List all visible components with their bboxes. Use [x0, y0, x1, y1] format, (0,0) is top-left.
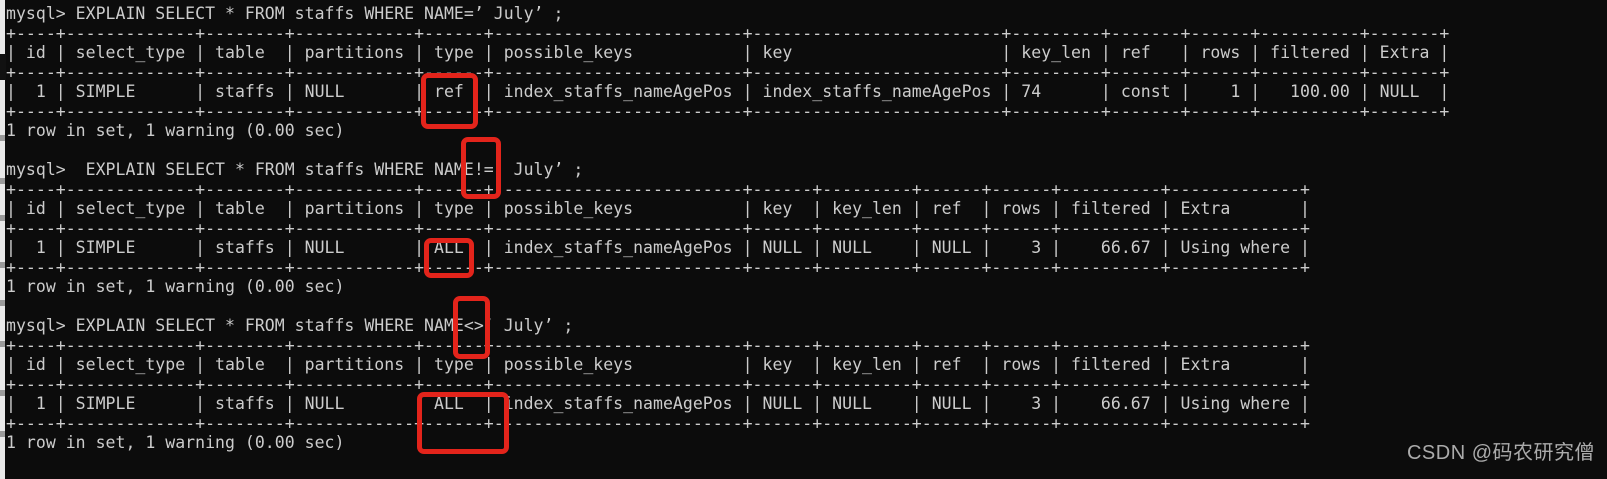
- background-window-edge: [0, 0, 6, 479]
- table-data-row: | 1 | SIMPLE | staffs | NULL | ALL | ind…: [6, 238, 1310, 257]
- table-header-row: | id | select_type | table | partitions …: [6, 199, 1310, 218]
- table-header-row: | id | select_type | table | partitions …: [6, 43, 1450, 62]
- table-border: +----+-------------+--------+-----------…: [6, 413, 1310, 433]
- window-edge-tick: [0, 300, 5, 306]
- status-line: 1 row in set, 1 warning (0.00 sec): [6, 277, 345, 296]
- blank-line: [6, 141, 1607, 161]
- query-line: mysql> EXPLAIN SELECT * FROM staffs WHER…: [6, 4, 564, 23]
- table-data-row: | 1 | SIMPLE | staffs | NULL | ALL | ind…: [6, 394, 1310, 413]
- window-edge-tick: [0, 178, 5, 184]
- status-line: 1 row in set, 1 warning (0.00 sec): [6, 433, 345, 452]
- query-line: mysql> EXPLAIN SELECT * FROM staffs WHER…: [6, 160, 584, 179]
- table-border: +----+-------------+--------+-----------…: [6, 179, 1310, 199]
- window-edge-tick: [0, 262, 5, 268]
- table-border: +----+-------------+--------+-----------…: [6, 257, 1310, 277]
- table-border: +----+-------------+--------+-----------…: [6, 218, 1310, 238]
- table-header-row: | id | select_type | table | partitions …: [6, 355, 1310, 374]
- window-edge-dark-mark: [0, 54, 6, 80]
- query-line: mysql> EXPLAIN SELECT * FROM staffs WHER…: [6, 316, 574, 335]
- table-data-row: | 1 | SIMPLE | staffs | NULL | ref | ind…: [6, 82, 1450, 101]
- window-edge-tick: [0, 390, 5, 396]
- table-border: +----+-------------+--------+-----------…: [6, 23, 1450, 43]
- table-border: +----+-------------+--------+-----------…: [6, 374, 1310, 394]
- window-edge-tick: [0, 341, 5, 347]
- window-edge-tick: [0, 431, 5, 437]
- window-edge-tick: [0, 215, 5, 221]
- blank-line: [6, 297, 1607, 317]
- table-border: +----+-------------+--------+-----------…: [6, 335, 1310, 355]
- table-border: +----+-------------+--------+-----------…: [6, 101, 1450, 121]
- table-border: +----+-------------+--------+-----------…: [6, 62, 1450, 82]
- csdn-watermark: CSDN @码农研究僧: [1406, 442, 1595, 464]
- terminal-output: mysql> EXPLAIN SELECT * FROM staffs WHER…: [6, 4, 1607, 453]
- status-line: 1 row in set, 1 warning (0.00 sec): [6, 121, 345, 140]
- window-edge-tick: [0, 135, 5, 141]
